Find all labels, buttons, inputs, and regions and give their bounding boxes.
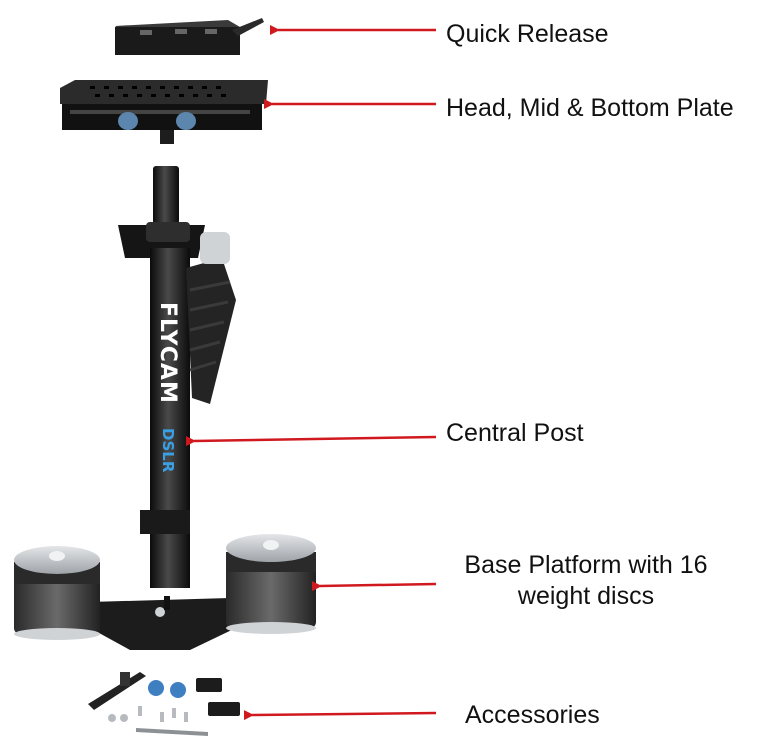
arrow-central-post	[185, 435, 437, 447]
arrow-base-platform	[311, 581, 437, 592]
label-central-post: Central Post	[446, 419, 584, 447]
central-post-image: FLYCAM DSLR	[118, 166, 236, 588]
callout-arrows	[185, 25, 437, 721]
plate-assembly-image	[60, 80, 268, 144]
brand-logo-text: FLYCAM	[155, 302, 180, 404]
label-base-line2: weight discs	[517, 582, 655, 610]
base-platform-image	[14, 534, 316, 650]
accessories-image	[88, 672, 240, 736]
label-base-line1: Base Platform with 16	[464, 551, 708, 579]
label-base-platform: Base Platform with 16 weight discs	[446, 550, 726, 612]
quick-release-image	[115, 18, 264, 55]
arrow-accessories	[243, 710, 437, 721]
label-quick-release: Quick Release	[446, 20, 609, 48]
label-accessories: Accessories	[465, 701, 600, 729]
model-logo-text: DSLR	[159, 428, 177, 473]
label-plates: Head, Mid & Bottom Plate	[446, 94, 734, 122]
